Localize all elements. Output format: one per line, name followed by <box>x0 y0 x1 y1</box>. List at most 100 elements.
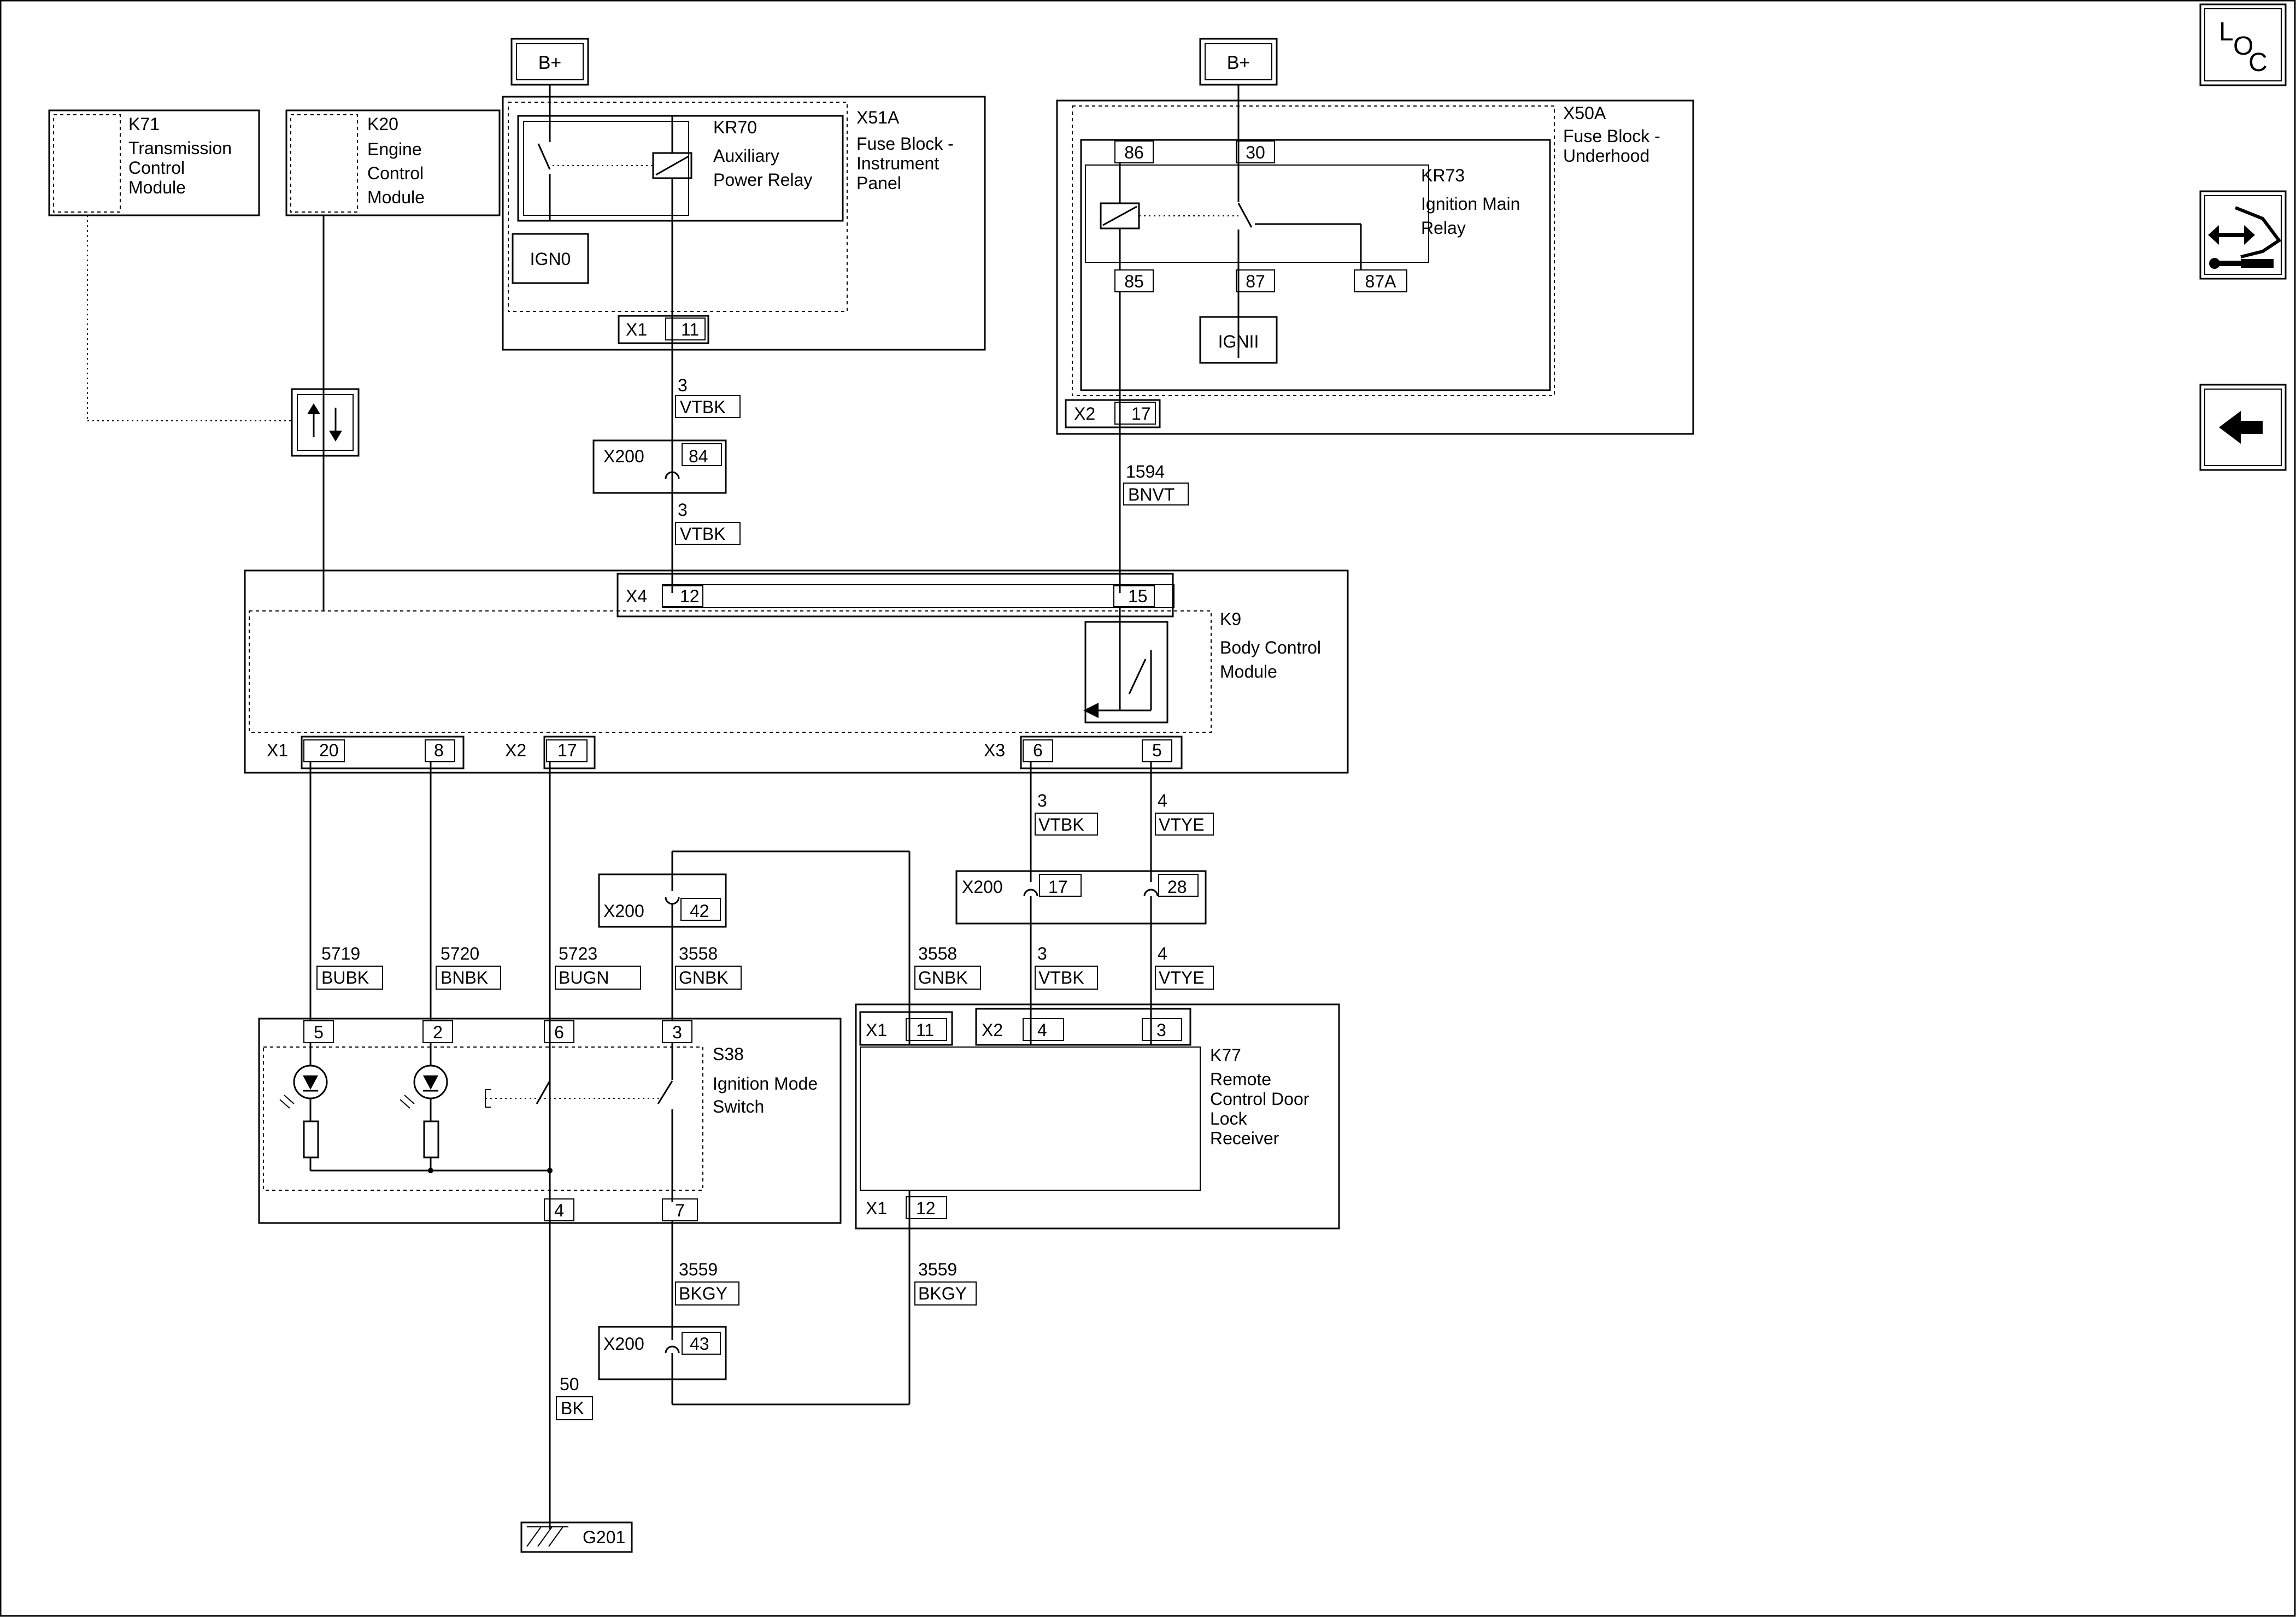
svg-text:Power Relay: Power Relay <box>713 170 812 190</box>
svg-text:1594: 1594 <box>1126 462 1165 481</box>
x51a-fuse-block: B+ KR70 Auxiliary Power Relay X51A Fuse … <box>502 38 986 593</box>
svg-text:BNBK: BNBK <box>441 968 488 987</box>
svg-text:X1: X1 <box>866 1198 887 1218</box>
x200-43-box <box>598 1326 727 1380</box>
svg-text:VTBK: VTBK <box>1038 815 1084 834</box>
svg-text:Receiver: Receiver <box>1210 1128 1279 1148</box>
loc-button[interactable]: L O C <box>2199 3 2287 86</box>
ground-g201 <box>520 1521 633 1553</box>
svg-text:7: 7 <box>675 1201 685 1220</box>
svg-text:17: 17 <box>1048 877 1068 897</box>
lower-wiring: 3559 BKGY 3559 BKGY X200 43 50 BK G201 <box>520 1190 977 1553</box>
k20-engine-control-module: K20 Engine Control Module <box>285 109 501 216</box>
svg-text:6: 6 <box>554 1022 564 1042</box>
kr70-box <box>517 115 844 222</box>
x200-42-box <box>598 873 727 928</box>
svg-text:5: 5 <box>1152 740 1162 760</box>
svg-text:5720: 5720 <box>441 944 479 963</box>
svg-text:Ignition Main: Ignition Main <box>1421 194 1520 214</box>
s38-ignition-mode-switch: 5 2 6 3 S38 Ignition Mode Switch <box>258 1018 842 1224</box>
svg-text:12: 12 <box>680 586 700 606</box>
back-arrow-icon <box>2219 411 2263 444</box>
svg-text:3: 3 <box>1156 1020 1166 1040</box>
kr73-box <box>1085 164 1429 263</box>
svg-text:3: 3 <box>678 500 688 520</box>
svg-text:43: 43 <box>690 1334 709 1354</box>
svg-text:KR70: KR70 <box>713 117 757 137</box>
svg-text:Lock: Lock <box>1210 1109 1248 1128</box>
connector-view-button[interactable] <box>2199 190 2287 280</box>
svg-text:4: 4 <box>1158 791 1167 810</box>
svg-text:5: 5 <box>314 1022 324 1042</box>
x200-17-28-box <box>955 870 1207 925</box>
svg-text:BKGY: BKGY <box>918 1284 967 1303</box>
svg-text:X4: X4 <box>626 586 647 606</box>
svg-text:30: 30 <box>1246 143 1265 162</box>
svg-text:Control: Control <box>367 163 424 183</box>
svg-text:X2: X2 <box>505 740 526 760</box>
svg-text:11: 11 <box>916 1020 934 1040</box>
svg-text:BNVT: BNVT <box>1128 485 1175 504</box>
svg-text:Control: Control <box>128 158 185 178</box>
svg-text:VTBK: VTBK <box>680 397 726 417</box>
svg-text:Underhood: Underhood <box>1563 146 1649 166</box>
svg-text:X50A: X50A <box>1563 103 1606 123</box>
ign0-label: IGN0 <box>530 249 571 269</box>
svg-text:L: L <box>2219 17 2234 46</box>
svg-text:3558: 3558 <box>918 944 957 963</box>
svg-text:3559: 3559 <box>679 1260 718 1279</box>
svg-text:3559: 3559 <box>918 1260 957 1279</box>
svg-text:5723: 5723 <box>559 944 597 963</box>
svg-text:Auxiliary: Auxiliary <box>713 146 779 166</box>
svg-text:X200: X200 <box>603 901 644 921</box>
svg-text:50: 50 <box>560 1374 579 1394</box>
svg-text:K71: K71 <box>128 114 160 134</box>
svg-text:S38: S38 <box>713 1044 744 1064</box>
svg-text:11: 11 <box>681 320 699 339</box>
x50a-fuse-block: B+ X50A Fuse Block - Underhood KR73 Igni… <box>1056 38 1694 593</box>
svg-text:Fuse Block -: Fuse Block - <box>1563 126 1660 146</box>
svg-text:3558: 3558 <box>679 944 718 963</box>
connector-view-icon <box>2208 206 2282 269</box>
svg-text:GNBK: GNBK <box>918 968 968 987</box>
back-button[interactable] <box>2199 384 2287 471</box>
x51a-box <box>502 96 986 351</box>
svg-text:Remote: Remote <box>1210 1069 1271 1089</box>
svg-text:K77: K77 <box>1210 1045 1241 1065</box>
middle-wiring: 3 VTBK 4 VTYE X200 17 28 X200 42 5719 BU… <box>309 762 1214 1529</box>
svg-text:4: 4 <box>1158 944 1167 963</box>
svg-text:X1: X1 <box>626 320 647 339</box>
svg-text:X200: X200 <box>603 1334 644 1354</box>
serial-data-icon <box>87 215 360 611</box>
svg-text:K9: K9 <box>1220 609 1241 629</box>
svg-text:Transmission: Transmission <box>128 138 232 158</box>
svg-text:X3: X3 <box>984 740 1005 760</box>
svg-text:87A: 87A <box>1365 272 1397 291</box>
svg-text:VTYE: VTYE <box>1159 815 1205 834</box>
svg-text:5719: 5719 <box>321 944 360 963</box>
svg-text:86: 86 <box>1124 143 1144 162</box>
svg-text:20: 20 <box>319 740 339 760</box>
k9-body-control-module: X4 12 15 K9 Body Control Module X1 20 8 … <box>244 569 1349 774</box>
svg-text:85: 85 <box>1124 272 1144 291</box>
svg-text:2: 2 <box>433 1022 443 1042</box>
svg-text:8: 8 <box>434 740 444 760</box>
x200-84-box <box>592 439 727 494</box>
svg-text:Module: Module <box>367 187 425 207</box>
svg-text:VTBK: VTBK <box>680 524 726 544</box>
svg-text:Module: Module <box>1220 662 1277 681</box>
svg-text:4: 4 <box>554 1201 564 1220</box>
svg-text:Relay: Relay <box>1421 218 1466 238</box>
svg-text:C: C <box>2248 48 2268 77</box>
svg-text:17: 17 <box>557 740 577 760</box>
svg-text:VTYE: VTYE <box>1159 968 1205 987</box>
svg-text:12: 12 <box>916 1198 936 1218</box>
svg-text:KR73: KR73 <box>1421 166 1465 185</box>
svg-text:42: 42 <box>690 901 709 921</box>
svg-text:O: O <box>2233 32 2253 61</box>
svg-text:X2: X2 <box>1074 404 1095 424</box>
svg-text:X1: X1 <box>267 740 288 760</box>
